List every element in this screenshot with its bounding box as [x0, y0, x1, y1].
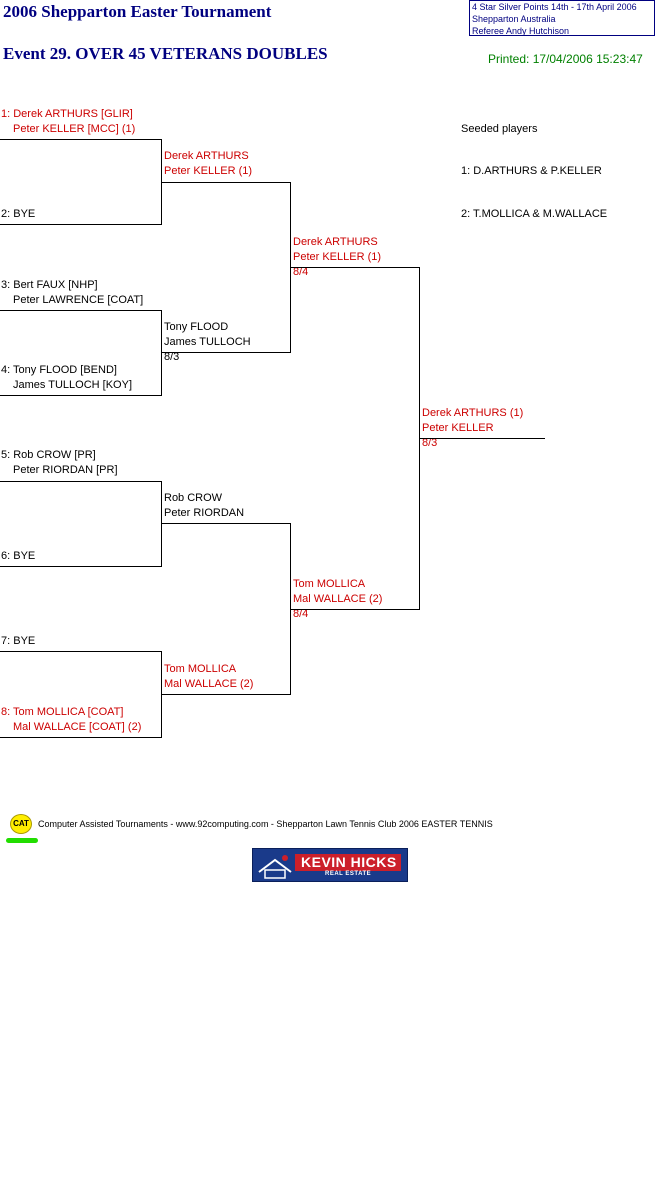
seed-item-1: 1: D.ARTHURS & P.KELLER: [461, 165, 602, 177]
r2-entry-1-line1: Derek ARTHURS: [164, 150, 249, 162]
final-score: 8/3: [422, 437, 438, 449]
r1-line-5: [0, 481, 162, 482]
printed-timestamp: Printed: 17/04/2006 15:23:47: [488, 52, 643, 66]
sf-entry-1-score: 8/4: [293, 266, 309, 278]
sponsor-banner: [295, 854, 401, 871]
r1-connector-2: [161, 310, 162, 396]
sf-entry-1-line2: Peter KELLER (1): [293, 251, 382, 263]
r1-entry-1-line1: 1: Derek ARTHURS [GLIR]: [1, 108, 133, 120]
r2-entry-3-line2: Peter RIORDAN: [164, 507, 245, 519]
sponsor-logo: KEVIN HICKS REAL ESTATE: [252, 848, 408, 882]
r1-entry-4-line1: 4: Tony FLOOD [BEND]: [1, 364, 117, 376]
final-line: [420, 438, 545, 439]
r1-line-3: [0, 310, 162, 311]
sf-entry-2-score: 8/4: [293, 608, 309, 620]
r2-entry-2-line1: Tony FLOOD: [164, 321, 229, 333]
sf-entry-2-line1: Tom MOLLICA: [293, 578, 366, 590]
house-icon: [258, 855, 292, 879]
sponsor-name: KEVIN HICKS: [301, 854, 397, 870]
final-line2: Peter KELLER: [422, 422, 494, 434]
event-title: Event 29. OVER 45 VETERANS DOUBLES: [3, 44, 328, 63]
r2-entry-4-line2: Mal WALLACE (2): [164, 678, 254, 690]
r1-line-8: [0, 737, 162, 738]
r1-entry-2-line1: 2: BYE: [1, 208, 36, 220]
r2-connector-2: [290, 523, 291, 695]
r1-line-7: [0, 651, 162, 652]
sf-entry-2-line2: Mal WALLACE (2): [293, 593, 383, 605]
r2-line-1: [162, 182, 291, 183]
r2-entry-2-line2: James TULLOCH: [164, 336, 251, 348]
sf-line-1: [291, 267, 420, 268]
r1-connector-4: [161, 651, 162, 738]
seeded-heading: Seeded players: [461, 123, 538, 135]
r1-entry-5-line2: Peter RIORDAN [PR]: [13, 464, 118, 476]
r1-entry-6-line1: 6: BYE: [1, 550, 36, 562]
r1-entry-8-line2: Mal WALLACE [COAT] (2): [13, 721, 142, 733]
r2-entry-4-line1: Tom MOLLICA: [164, 663, 237, 675]
sf-line-2: [291, 609, 420, 610]
r2-entry-3-line1: Rob CROW: [164, 492, 223, 504]
tournament-title: 2006 Shepparton Easter Tournament: [3, 2, 272, 21]
r2-line-4: [162, 694, 291, 695]
r2-line-2: [162, 352, 291, 353]
r1-entry-3-line2: Peter LAWRENCE [COAT]: [13, 294, 144, 306]
cat-logo-bar: [6, 838, 38, 843]
r1-connector-3: [161, 481, 162, 567]
r1-entry-3-line1: 3: Bert FAUX [NHP]: [1, 279, 98, 291]
sponsor-subtitle: REAL ESTATE: [325, 871, 372, 877]
r1-line-2: [0, 224, 162, 225]
r1-connector-1: [161, 139, 162, 225]
cat-logo-icon: CAT: [10, 814, 32, 834]
footer-text: Computer Assisted Tournaments - www.92co…: [38, 819, 493, 829]
r1-entry-4-line2: James TULLOCH [KOY]: [13, 379, 132, 391]
r2-line-3: [162, 523, 291, 524]
info-line-1: 4 Star Silver Points 14th - 17th April 2…: [472, 2, 637, 12]
seed-item-2: 2: T.MOLLICA & M.WALLACE: [461, 208, 608, 220]
r1-line-4: [0, 395, 162, 396]
r2-entry-2-score: 8/3: [164, 351, 180, 363]
r1-entry-7-line1: 7: BYE: [1, 635, 36, 647]
info-line-2: Shepparton Australia: [472, 14, 556, 24]
sf-connector: [419, 267, 420, 610]
r1-line-1: [0, 139, 162, 140]
final-line1: Derek ARTHURS (1): [422, 407, 524, 419]
r2-entry-1-line2: Peter KELLER (1): [164, 165, 253, 177]
sf-entry-1-line1: Derek ARTHURS: [293, 236, 378, 248]
r1-entry-8-line1: 8: Tom MOLLICA [COAT]: [1, 706, 124, 718]
r1-line-6: [0, 566, 162, 567]
tournament-info-box: 4 Star Silver Points 14th - 17th April 2…: [469, 0, 655, 36]
r2-connector-1: [290, 182, 291, 353]
r1-entry-1-line2: Peter KELLER [MCC] (1): [13, 123, 136, 135]
r1-entry-5-line1: 5: Rob CROW [PR]: [1, 449, 96, 461]
info-line-3: Referee Andy Hutchison: [472, 26, 570, 36]
